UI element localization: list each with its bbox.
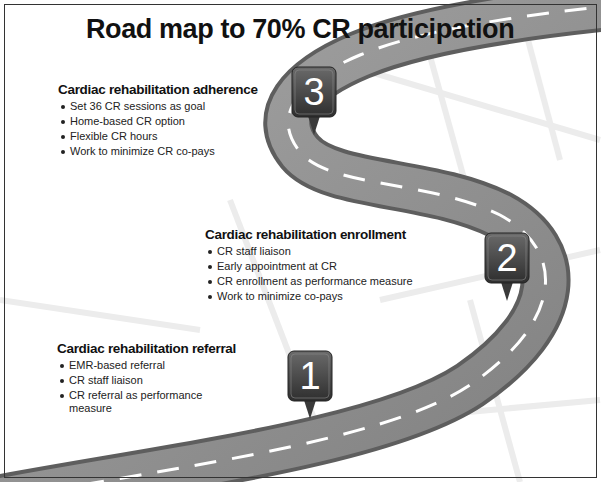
callout-number: 1 <box>287 350 333 402</box>
section-heading: Cardiac rehabilitation enrollment <box>205 227 406 242</box>
road <box>0 5 601 482</box>
bullet-text: CR referral as performance measure <box>69 389 219 415</box>
bullet-dot <box>61 150 65 154</box>
bullet-dot <box>208 250 212 254</box>
bullet-text: EMR-based referral <box>69 359 219 372</box>
bullet-dot <box>60 364 64 368</box>
bullet-dot <box>60 394 64 398</box>
road-edge <box>0 5 601 482</box>
bullet-text: Early appointment at CR <box>217 260 447 273</box>
bullet-text: Work to minimize co-pays <box>217 290 447 303</box>
callout-number: 2 <box>484 232 530 284</box>
bullet-text: Set 36 CR sessions as goal <box>70 100 270 113</box>
bullet-dot <box>208 295 212 299</box>
bullet-dot <box>61 120 65 124</box>
bullet-text: Home-based CR option <box>70 115 270 128</box>
bullet-text: Work to minimize CR co-pays <box>70 145 270 158</box>
bullet-dot <box>61 135 65 139</box>
bullet-dot <box>60 379 64 383</box>
bullet-dot <box>208 280 212 284</box>
section-heading: Cardiac rehabilitation referral <box>57 341 236 356</box>
bullet-dot <box>61 105 65 109</box>
bullet-dot <box>208 265 212 269</box>
bullet-text: CR staff liaison <box>217 245 447 258</box>
bullet-text: CR enrollment as performance measure <box>217 275 447 288</box>
map-pin: 3 <box>291 66 337 136</box>
road-centerline <box>0 5 601 482</box>
bullet-text: Flexible CR hours <box>70 130 270 143</box>
map-streets <box>0 10 600 482</box>
callout-number: 3 <box>291 66 337 118</box>
section-heading: Cardiac rehabilitation adherence <box>58 82 258 97</box>
frame <box>5 5 597 478</box>
map-pin: 2 <box>484 232 530 302</box>
bullet-text: CR staff liaison <box>69 374 219 387</box>
title: Road map to 70% CR participation <box>86 14 514 45</box>
map-pin: 1 <box>287 350 333 420</box>
